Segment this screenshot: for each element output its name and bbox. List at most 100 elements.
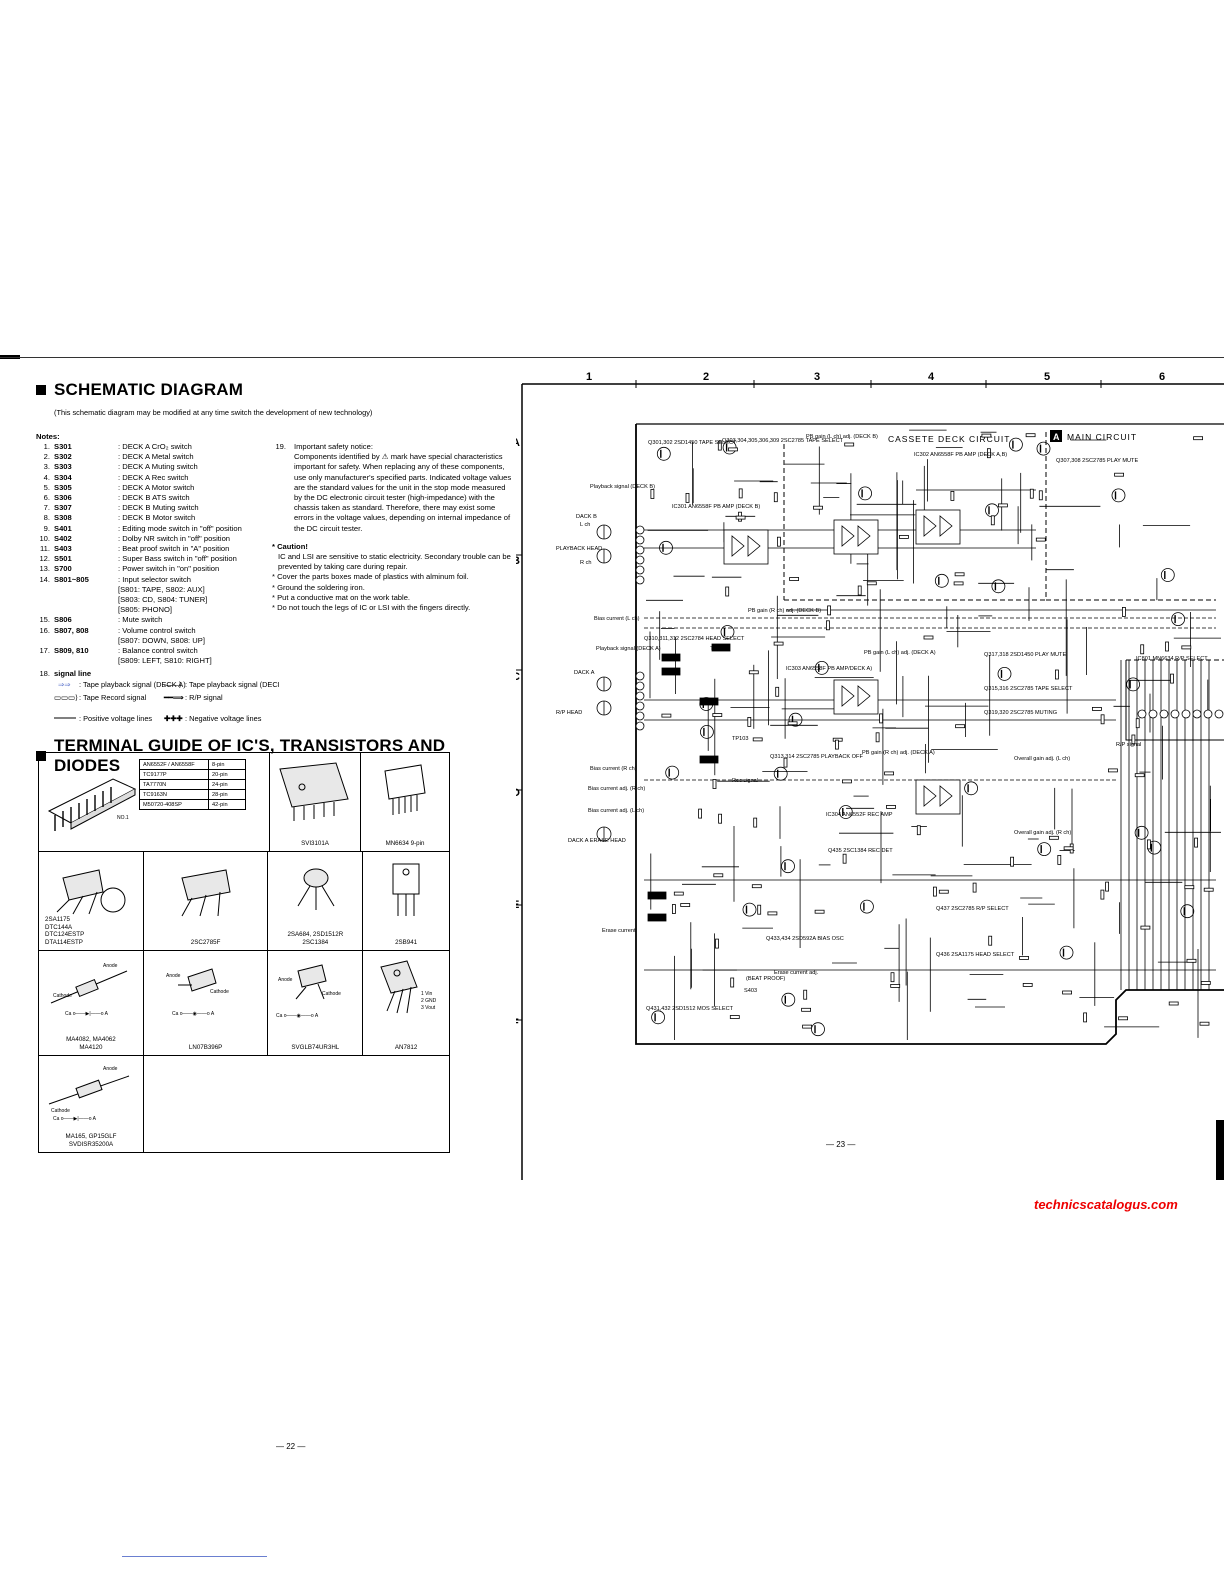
svg-text:Ca o——◉——o A: Ca o——◉——o A [172,1011,215,1017]
notes-right-column: 19. Important safety notice: Components … [272,442,512,613]
schematic-label: PLAYBACK HEAD [556,546,602,552]
schematic-label: Q431,432 2SD1512 MOS SELECT [646,1006,734,1012]
transistor-to92-icon [56,869,126,915]
note-19: 19. Important safety notice: Components … [275,442,512,533]
schematic-label: (BEAT PROOF) [746,976,785,982]
diode-cell: Anode Cathode Ca o——▶|——o A MA4082, MA40… [39,951,144,1055]
schematic-label: IC304 AN6552F REC AMP [826,812,893,818]
schematic-label: Q301,302 2SD1450 TAPE SELECT [648,440,737,446]
schematic-title-text: SCHEMATIC DIAGRAM [54,380,244,399]
schematic-label: Bias current (R ch) [590,766,637,772]
transistor-2sa-icon [298,868,335,910]
note-19-body: Components identified by ⚠ mark have spe… [294,452,512,533]
schematic-label: PB gain (R ch) adj. (DECK B) [748,608,821,614]
diode2-icon: Anode Cathode Ca o——▶|——o A [48,1066,130,1122]
led-caption: LN07B396P [188,1044,223,1051]
signal-line-legend: ⇒⇒ : Tape playback signal (DECK A) ——⟩ :… [54,680,292,731]
schematic-label: Playback signal (DECK A) [596,646,661,652]
note-row: 4.S304: DECK A Rec switch [43,472,189,482]
main-badge-box [1050,430,1062,442]
sig-label-2: : Tape Record signal [79,693,147,702]
note-row: 6.S306: DECK B ATS switch [43,493,190,503]
grid-row-label: E [516,899,519,911]
notes-heading: Notes: [36,432,60,441]
note-row: 8.S308: DECK B Motor switch [43,513,196,523]
caution-item: * Ground the soldering iron. [272,582,365,592]
note-row: 11.S403: Beat proof switch in "A" positi… [40,544,230,554]
caution-body: IC and LSI are sensitive to static elect… [278,552,511,572]
top-rule [0,357,1224,358]
sig-label-0: : Tape playback signal (DECK A) [79,680,186,689]
page-number-22: — 22 — [276,1442,306,1451]
tape-pb-a-symbol: ⇒⇒ [58,680,70,689]
grid-row-label: B [516,555,520,567]
svg-text:Anode: Anode [166,973,181,979]
terminal-guide-title: TERMINAL GUIDE OF IC'S, TRANSISTORS AND … [36,736,514,776]
svg-text:2 GND: 2 GND [421,998,437,1004]
schematic-label: Q307,308 2SC2785 PLAY MUTE [1056,458,1138,464]
schematic-label: DACK B [576,514,597,520]
rp-signal-symbol: ━━⟹ [163,693,184,702]
led-icon: Anode Cathode Ca o——◉——o A [166,968,229,1017]
cassette-title: CASSETE DECK CIRCUIT [888,434,1011,444]
schematic-label: R/P HEAD [556,710,582,716]
schematic-label: PB gain (L ch) adj. (DECK A) [864,650,936,656]
edge-bar [1216,1120,1224,1180]
schematic-label: DACK A [574,670,595,676]
schematic-label: TP101 [664,656,680,662]
svg-text:Cathode: Cathode [51,1108,70,1114]
bullet-square-icon [36,385,46,395]
svg-cell: Anode Cathode Ca o——◉——o A SVGLB74UR3HL [268,951,364,1055]
input-selector-sub: [S801: TAPE, S802: AUX] [S803: CD, S804:… [118,584,208,615]
schematic-label: Q437 2SC2785 R/P SELECT [936,906,1009,912]
2sb941-caption: 2SB941 [395,939,418,946]
schematic-label: Q436 2SA1175 HEAD SELECT [936,952,1015,958]
schematic-label: Bias current adj. (L ch) [588,808,644,814]
led2-icon: Anode Cathode Ca o——◉——o A [276,964,342,1019]
empty-cell [144,1056,449,1152]
svg-text:Ca o——▶|——o A: Ca o——▶|——o A [65,1011,109,1017]
note-18: 18. signal line [39,669,92,679]
schematic-label: IC302 AN6558F PB AMP (DECK A,B) [914,452,1007,458]
terminal-row: Anode Cathode Ca o——▶|——o A MA165, GP15G… [39,1056,449,1152]
svi-caption: SVI3101A [301,840,329,847]
grid-column-label: 6 [1159,371,1165,383]
svg-text:Ca o——◉——o A: Ca o——◉——o A [276,1013,319,1019]
schematic-label: TP103 [732,736,748,742]
schematic-frame [516,380,1224,1180]
schematic-label: Erase current adj. [774,970,819,976]
schematic-label: Q315,316 2SC2785 TAPE SELECT [984,686,1073,692]
grid-row-label: D [516,787,520,799]
sig-label-4: : Positive voltage lines [79,714,152,723]
main-title: MAIN CIRCUIT [1067,432,1137,442]
negative-line-symbol: ✚✚✚ [164,714,183,723]
page-number-23: — 23 — [826,1140,856,1149]
svi-cell: SVI3101A [270,753,361,851]
schematic-label: Q317,318 2SD1450 PLAY MUTE [984,652,1066,658]
note-row: 14.S801~805: Input selector switch [39,574,192,584]
note-row: 15.S806: Mute switch [39,615,163,625]
note-row: 2.S302: DECK A Metal switch [43,452,194,462]
mn-caption: MN6634 9-pin [385,840,425,847]
grid-row-label: C [516,671,520,683]
svi-ic-icon [279,762,349,821]
note-row: 3.S303: DECK A Muting switch [43,462,198,472]
bottom-link-line [122,1556,267,1557]
svg-text:Cathode: Cathode [53,993,72,999]
2sc2785f-caption: 2SC2785F [190,939,221,946]
svg-text:Cathode: Cathode [210,989,229,995]
an7812-caption: AN7812 [394,1044,418,1051]
svg-text:Ca o——▶|——o A: Ca o——▶|——o A [53,1116,97,1122]
